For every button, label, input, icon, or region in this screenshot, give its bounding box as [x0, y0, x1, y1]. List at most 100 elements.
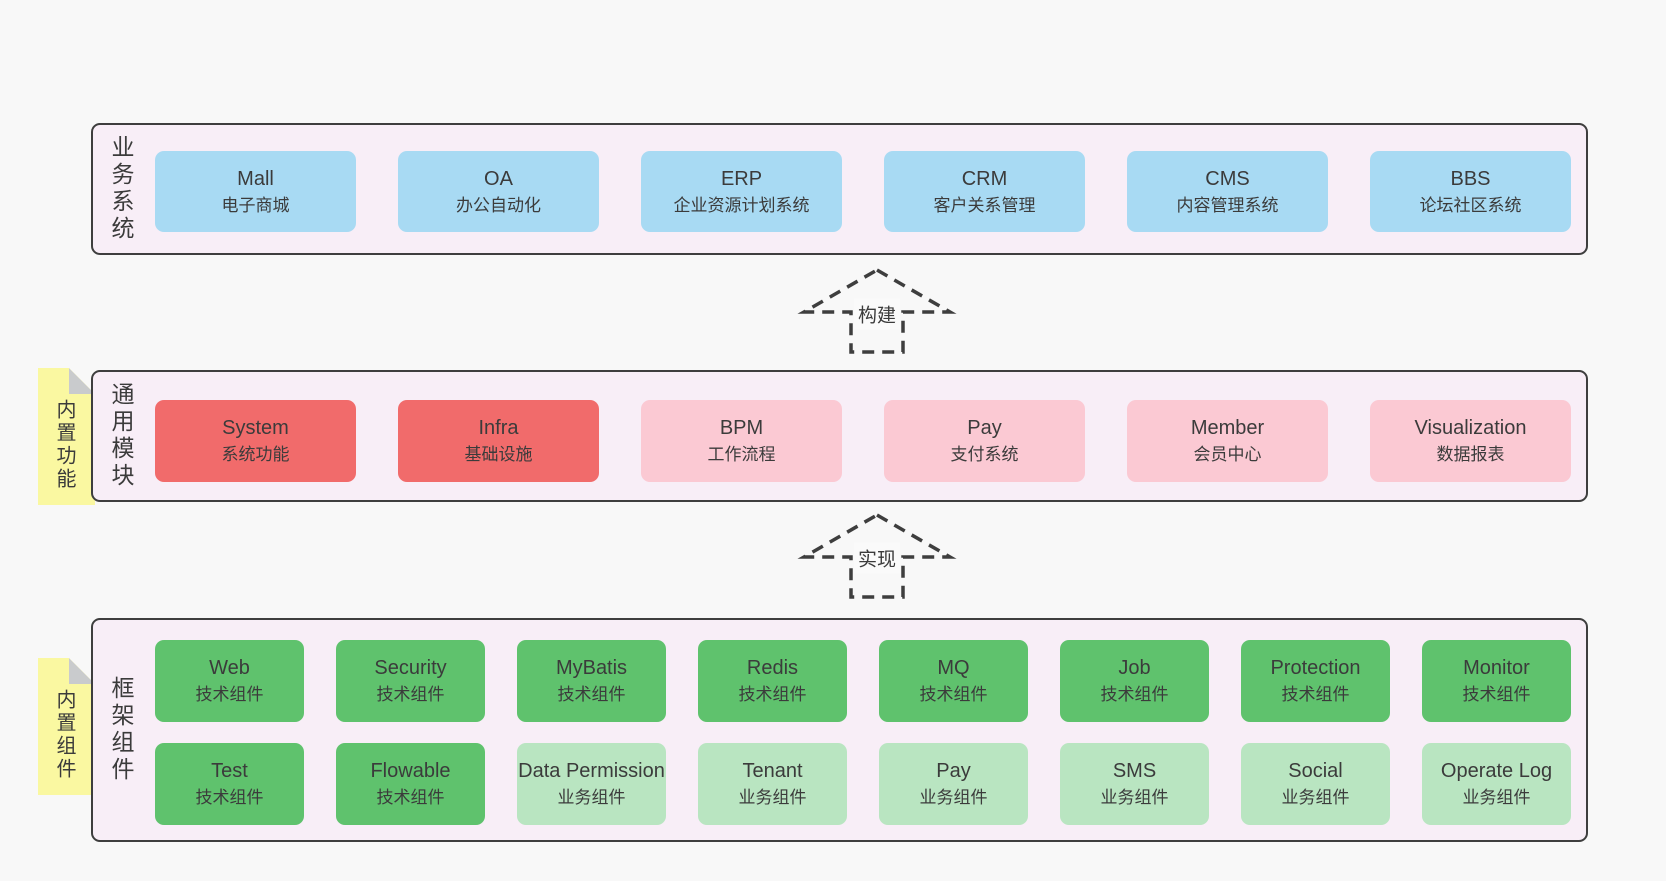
box-sms: SMS 业务组件: [1060, 743, 1209, 825]
box-job-title: Job: [1118, 657, 1151, 680]
box-test-title: Test: [211, 760, 248, 783]
arrow-build: [797, 266, 957, 356]
box-tenant: Tenant 业务组件: [698, 743, 847, 825]
layer-business-systems: 业务系统 Mall 电子商城 OA 办公自动化 ERP 企业资源计划系统 CRM…: [91, 123, 1588, 255]
box-pay-biz-subtitle: 业务组件: [919, 788, 988, 808]
box-tenant-subtitle: 业务组件: [738, 788, 807, 808]
box-bbs: BBS 论坛社区系统: [1370, 151, 1571, 232]
layer-label-common-modules: 通用模块: [108, 382, 134, 490]
box-job-subtitle: 技术组件: [1100, 685, 1169, 705]
box-system-title: System: [222, 417, 289, 440]
box-crm-title: CRM: [961, 167, 1008, 190]
sticky-note-built-in-features-label: 内置功能: [53, 398, 75, 491]
box-bpm: BPM 工作流程: [641, 400, 842, 482]
box-cms: CMS 内容管理系统: [1127, 151, 1328, 232]
box-bbs-subtitle: 论坛社区系统: [1419, 195, 1522, 215]
box-monitor-subtitle: 技术组件: [1462, 685, 1531, 705]
box-mq: MQ 技术组件: [879, 640, 1028, 722]
box-bpm-title: BPM: [719, 417, 764, 440]
arrow-implement: [797, 511, 957, 601]
sticky-note-built-in-components-label: 内置组件: [53, 688, 75, 781]
box-data-permission-subtitle: 业务组件: [557, 788, 626, 808]
framework-components-row-2: Test 技术组件 Flowable 技术组件 Data Permission …: [155, 743, 1571, 825]
box-sms-title: SMS: [1112, 760, 1157, 783]
box-flowable-subtitle: 技术组件: [376, 788, 445, 808]
box-mq-subtitle: 技术组件: [919, 685, 988, 705]
business-systems-row: Mall 电子商城 OA 办公自动化 ERP 企业资源计划系统 CRM 客户关系…: [155, 151, 1571, 232]
box-sms-subtitle: 业务组件: [1100, 788, 1169, 808]
box-web-subtitle: 技术组件: [195, 685, 264, 705]
box-redis-subtitle: 技术组件: [738, 685, 807, 705]
box-member: Member 会员中心: [1127, 400, 1328, 482]
box-infra: Infra 基础设施: [398, 400, 599, 482]
box-visualization-title: Visualization: [1414, 417, 1527, 440]
box-flowable: Flowable 技术组件: [336, 743, 485, 825]
box-social: Social 业务组件: [1241, 743, 1390, 825]
box-erp: ERP 企业资源计划系统: [641, 151, 842, 232]
box-operate-log: Operate Log 业务组件: [1422, 743, 1571, 825]
box-web-title: Web: [209, 657, 250, 680]
box-oa: OA 办公自动化: [398, 151, 599, 232]
box-mybatis-title: MyBatis: [555, 657, 628, 680]
box-pay-biz: Pay 业务组件: [879, 743, 1028, 825]
box-mall: Mall 电子商城: [155, 151, 356, 232]
box-pay-subtitle: 支付系统: [950, 445, 1019, 465]
box-crm-subtitle: 客户关系管理: [933, 195, 1036, 215]
box-security-subtitle: 技术组件: [376, 685, 445, 705]
sticky-note-built-in-features: 内置功能: [38, 368, 95, 505]
box-infra-subtitle: 基础设施: [464, 445, 533, 465]
box-security: Security 技术组件: [336, 640, 485, 722]
arrow-build-label: 构建: [853, 298, 901, 330]
box-monitor-title: Monitor: [1463, 657, 1530, 680]
box-oa-subtitle: 办公自动化: [456, 195, 541, 215]
box-redis-title: Redis: [746, 657, 799, 680]
box-crm: CRM 客户关系管理: [884, 151, 1085, 232]
box-test: Test 技术组件: [155, 743, 304, 825]
box-operate-log-subtitle: 业务组件: [1462, 788, 1531, 808]
box-pay-title: Pay: [967, 417, 1002, 440]
box-tenant-title: Tenant: [742, 760, 803, 783]
box-mq-title: MQ: [937, 657, 970, 680]
box-data-permission: Data Permission 业务组件: [517, 743, 666, 825]
box-pay-biz-title: Pay: [936, 760, 971, 783]
layer-label-business-systems: 业务系统: [108, 135, 134, 243]
box-monitor: Monitor 技术组件: [1422, 640, 1571, 722]
box-visualization-subtitle: 数据报表: [1436, 445, 1505, 465]
box-protection: Protection 技术组件: [1241, 640, 1390, 722]
box-member-subtitle: 会员中心: [1193, 445, 1262, 465]
box-system-subtitle: 系统功能: [221, 445, 290, 465]
common-modules-row: System 系统功能 Infra 基础设施 BPM 工作流程 Pay 支付系统…: [155, 400, 1571, 482]
box-member-title: Member: [1190, 417, 1265, 440]
box-oa-title: OA: [484, 167, 513, 190]
box-bbs-title: BBS: [1450, 167, 1491, 190]
box-mybatis: MyBatis 技术组件: [517, 640, 666, 722]
box-social-title: Social: [1288, 760, 1343, 783]
sticky-note-built-in-components: 内置组件: [38, 658, 95, 795]
box-cms-title: CMS: [1205, 167, 1250, 190]
box-test-subtitle: 技术组件: [195, 788, 264, 808]
box-infra-title: Infra: [478, 417, 519, 440]
box-visualization: Visualization 数据报表: [1370, 400, 1571, 482]
box-protection-title: Protection: [1270, 657, 1361, 680]
box-system: System 系统功能: [155, 400, 356, 482]
box-cms-subtitle: 内容管理系统: [1176, 195, 1279, 215]
box-mybatis-subtitle: 技术组件: [557, 685, 626, 705]
box-data-permission-title: Data Permission: [518, 760, 665, 783]
box-mall-subtitle: 电子商城: [221, 195, 290, 215]
layer-common-modules: 通用模块 System 系统功能 Infra 基础设施 BPM 工作流程 Pay…: [91, 370, 1588, 502]
box-pay: Pay 支付系统: [884, 400, 1085, 482]
box-security-title: Security: [374, 657, 447, 680]
layer-framework-components: 框架组件 Web 技术组件 Security 技术组件 MyBatis 技术组件…: [91, 618, 1588, 842]
arrow-implement-label: 实现: [853, 542, 901, 574]
box-protection-subtitle: 技术组件: [1281, 685, 1350, 705]
box-job: Job 技术组件: [1060, 640, 1209, 722]
box-mall-title: Mall: [237, 167, 274, 190]
box-social-subtitle: 业务组件: [1281, 788, 1350, 808]
layer-label-framework-components: 框架组件: [108, 676, 134, 784]
box-operate-log-title: Operate Log: [1440, 760, 1553, 783]
framework-components-row-1: Web 技术组件 Security 技术组件 MyBatis 技术组件 Redi…: [155, 640, 1571, 722]
box-erp-subtitle: 企业资源计划系统: [673, 195, 810, 215]
box-erp-title: ERP: [720, 167, 763, 190]
box-web: Web 技术组件: [155, 640, 304, 722]
